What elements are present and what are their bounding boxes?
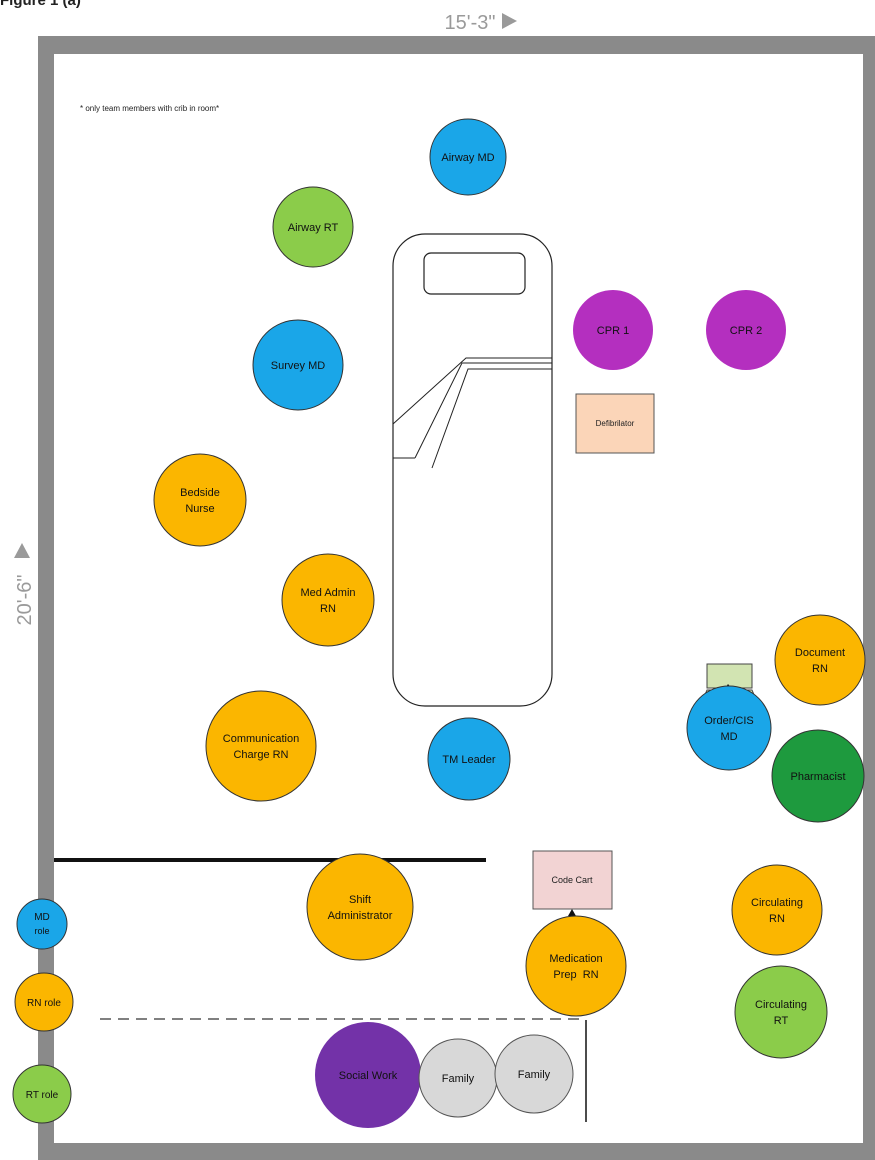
- role-communication-charge-rn: Communication Charge RN: [205, 690, 317, 802]
- svg-text:CPR 2: CPR 2: [730, 325, 762, 337]
- svg-text:Medication: Medication: [549, 953, 602, 965]
- svg-text:RN role: RN role: [27, 998, 61, 1009]
- svg-text:Bedside: Bedside: [180, 487, 220, 499]
- code-cart-connector-icon: [568, 909, 576, 916]
- svg-text:Nurse: Nurse: [185, 503, 214, 515]
- svg-text:Family: Family: [442, 1073, 475, 1085]
- svg-text:Prep RN: Prep RN: [553, 969, 598, 981]
- svg-text:MD: MD: [720, 731, 737, 743]
- svg-text:Airway RT: Airway RT: [288, 222, 339, 234]
- svg-text:Communication: Communication: [223, 733, 299, 745]
- role-bedside-nurse: Bedside Nurse: [153, 453, 247, 547]
- role-family-1: Family: [418, 1038, 498, 1118]
- svg-text:Pharmacist: Pharmacist: [790, 771, 845, 783]
- role-airway-md: Airway MD: [429, 118, 507, 196]
- svg-text:RN: RN: [769, 913, 785, 925]
- defibrillator-label: Defibrilator: [596, 419, 635, 428]
- svg-text:Social Work: Social Work: [339, 1070, 398, 1082]
- svg-text:Circulating: Circulating: [755, 999, 807, 1011]
- note-text: * only team members with crib in room*: [80, 104, 219, 113]
- code-cart-box: [532, 850, 613, 910]
- svg-text:role: role: [34, 926, 49, 936]
- svg-text:Order/CIS: Order/CIS: [704, 715, 754, 727]
- role-document-rn: Document RN: [774, 614, 866, 706]
- role-tm-leader: TM Leader: [427, 717, 511, 801]
- role-family-2: Family: [494, 1034, 574, 1114]
- role-medication-prep-rn: Medication Prep RN: [525, 915, 627, 1017]
- svg-text:Airway MD: Airway MD: [441, 152, 494, 164]
- figure-label: Figure 1 (a): [0, 0, 81, 9]
- legend-rt-role: RT role: [12, 1064, 72, 1124]
- svg-text:TM Leader: TM Leader: [442, 754, 496, 766]
- role-cpr-2: CPR 2: [706, 290, 786, 370]
- role-cpr-1: CPR 1: [573, 290, 653, 370]
- svg-text:Document: Document: [795, 647, 845, 659]
- role-circulating-rn: Circulating RN: [731, 864, 823, 956]
- svg-text:Med Admin: Med Admin: [300, 587, 355, 599]
- role-med-admin-rn: Med Admin RN: [281, 553, 375, 647]
- svg-text:Charge RN: Charge RN: [233, 749, 288, 761]
- svg-text:Shift: Shift: [349, 894, 371, 906]
- role-survey-md: Survey MD: [252, 319, 344, 411]
- width-arrow-icon: [502, 13, 517, 29]
- role-order-cis-md: Order/CIS MD: [686, 685, 772, 771]
- role-airway-rt: Airway RT: [272, 186, 354, 268]
- svg-text:Circulating: Circulating: [751, 897, 803, 909]
- svg-text:Family: Family: [518, 1069, 551, 1081]
- svg-text:Survey MD: Survey MD: [271, 360, 325, 372]
- role-pharmacist: Pharmacist: [771, 729, 865, 823]
- role-circulating-rt: Circulating RT: [734, 965, 828, 1059]
- crib: [392, 233, 553, 707]
- svg-text:RN: RN: [812, 663, 828, 675]
- role-social-work: Social Work: [315, 1022, 421, 1128]
- role-shift-administrator: Shift Administrator: [306, 853, 414, 961]
- height-arrow-icon: [14, 543, 30, 558]
- defibrillator-box: [575, 393, 655, 454]
- svg-text:Administrator: Administrator: [328, 910, 393, 922]
- height-dimension-label: 20'-6": [14, 575, 36, 626]
- width-dimension-label: 15'-3": [445, 12, 496, 34]
- code-cart-label: Code Cart: [551, 875, 593, 885]
- svg-text:MD: MD: [34, 912, 50, 923]
- svg-text:RN: RN: [320, 603, 336, 615]
- legend-rn-role: RN role: [14, 972, 74, 1032]
- legend-md-role: MD role: [16, 898, 68, 950]
- svg-text:RT role: RT role: [26, 1090, 59, 1101]
- svg-text:CPR 1: CPR 1: [597, 325, 629, 337]
- svg-text:RT: RT: [774, 1015, 789, 1027]
